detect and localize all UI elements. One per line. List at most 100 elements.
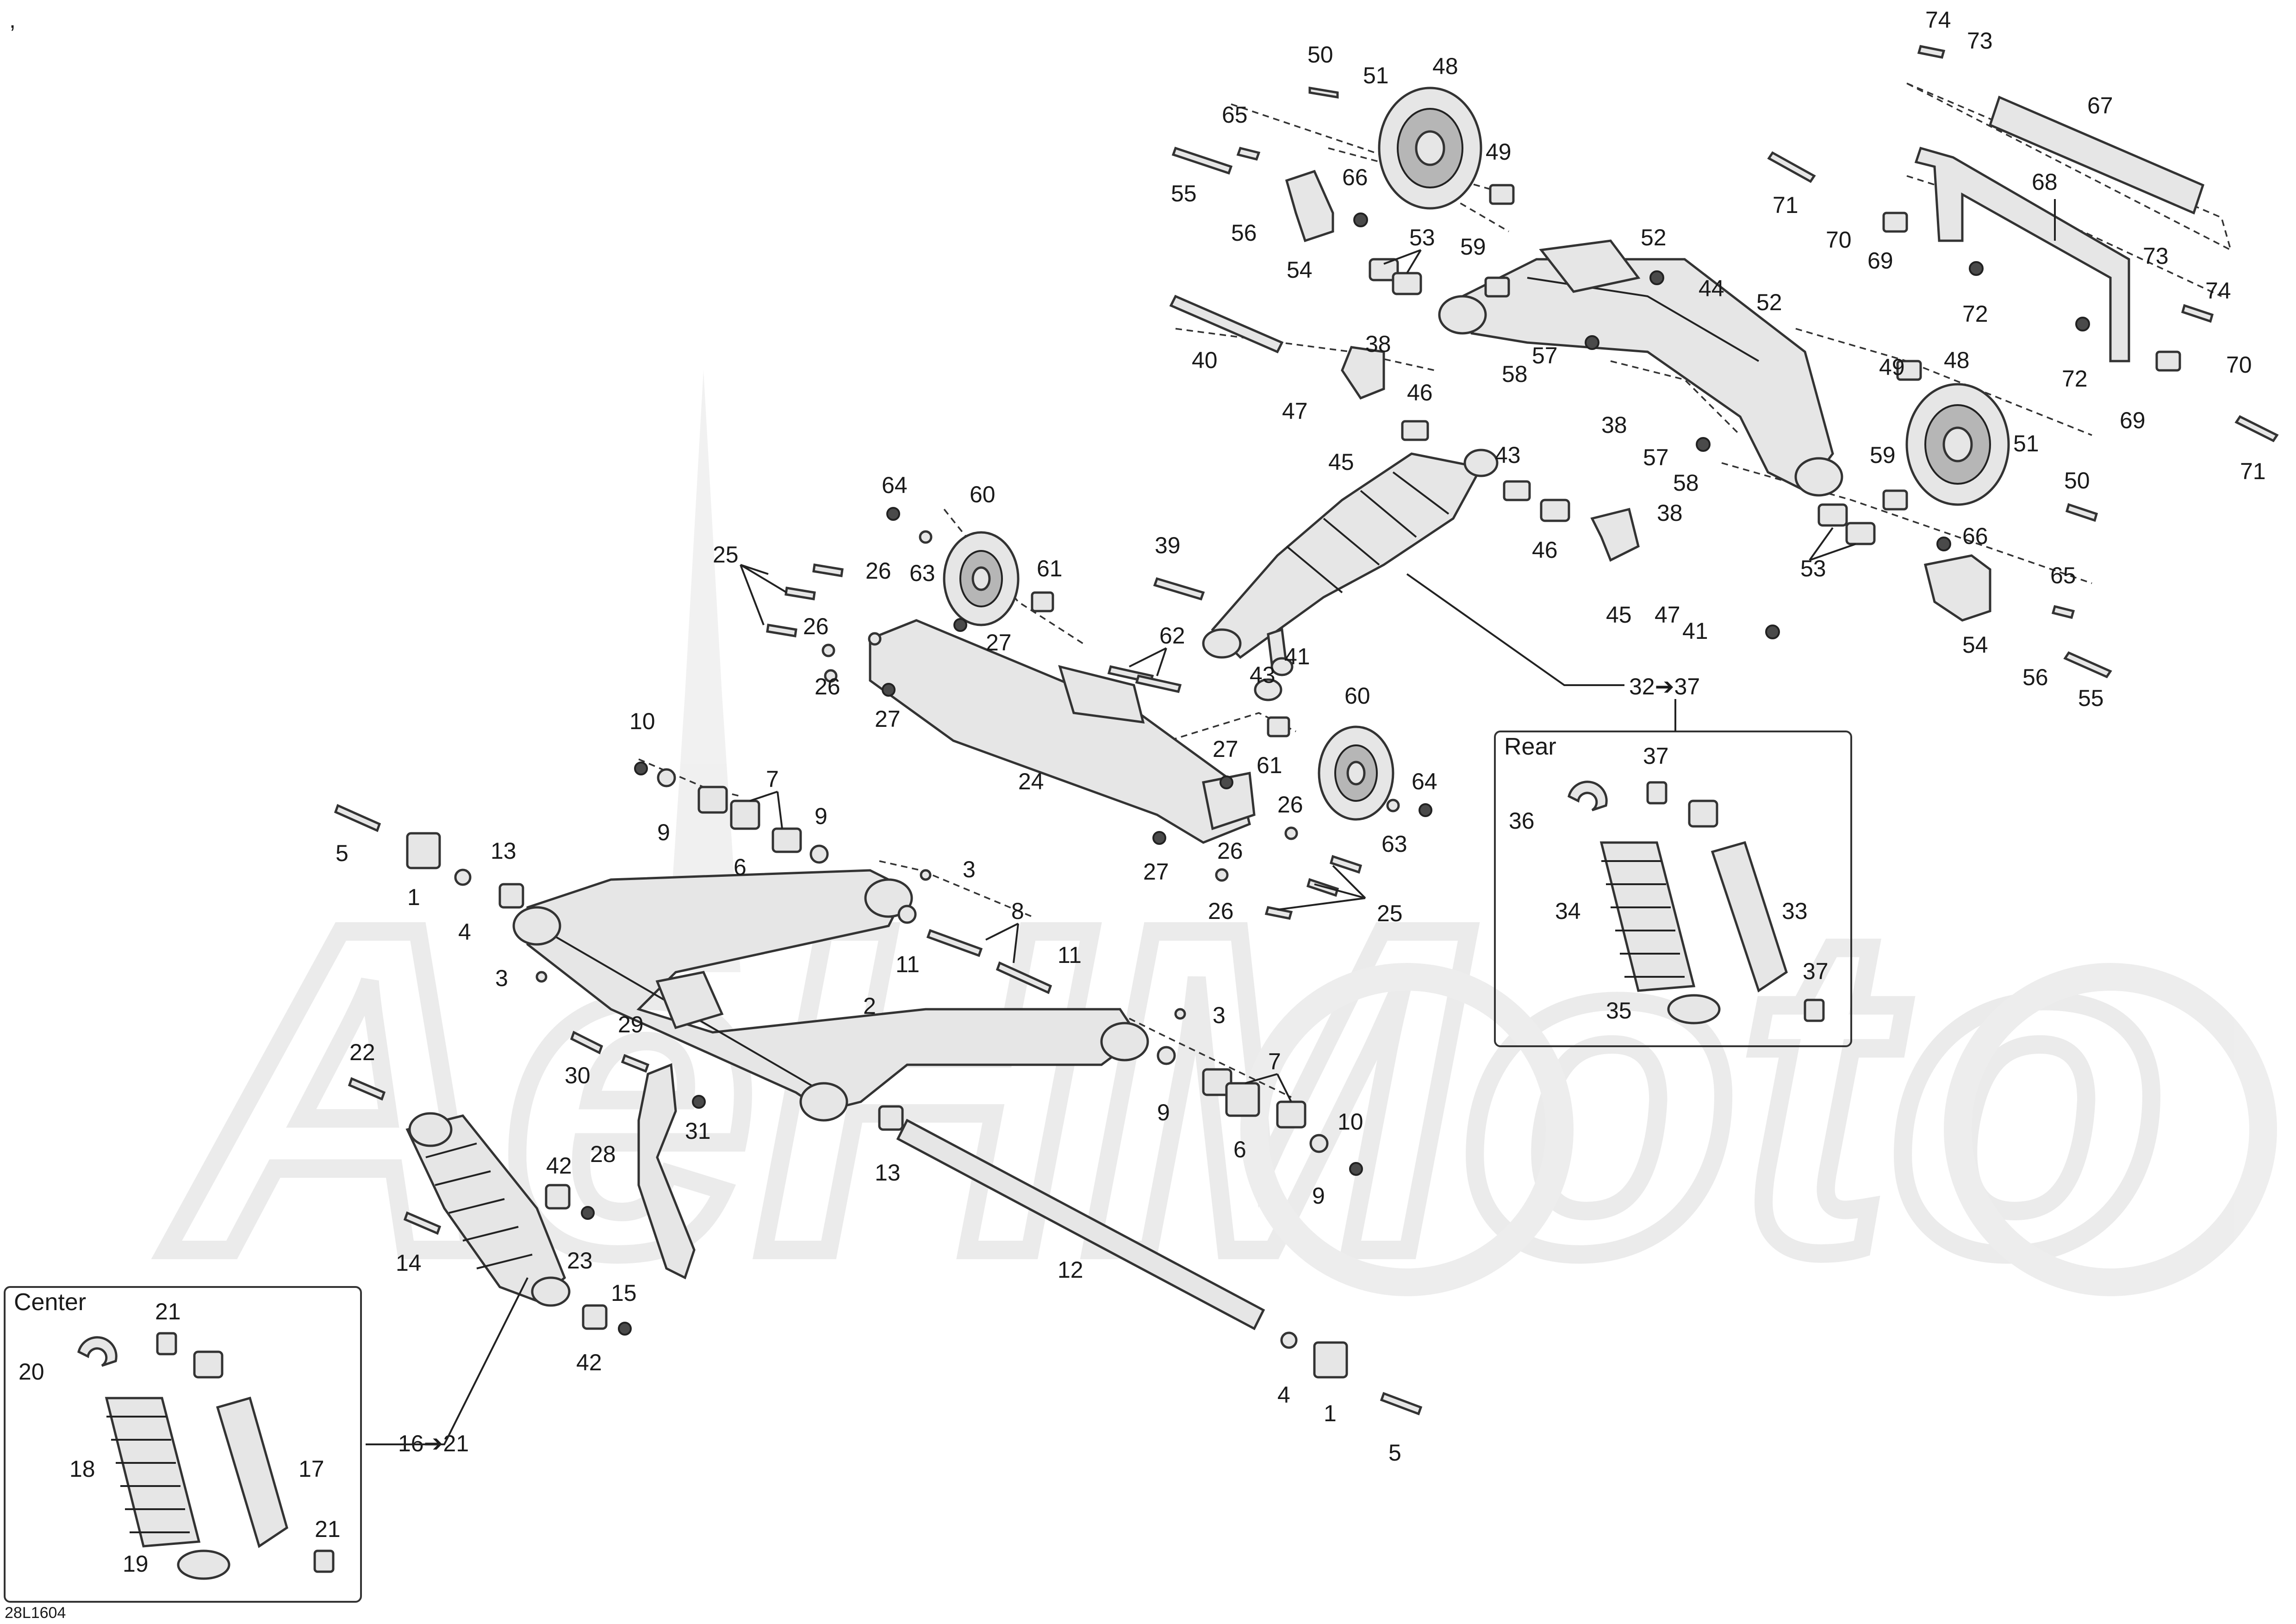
callout-69: 69	[2120, 407, 2146, 433]
callout-34: 34	[1555, 898, 1581, 924]
callout-45: 45	[1328, 449, 1354, 475]
callout-3: 3	[495, 965, 508, 991]
callout-64: 64	[882, 472, 908, 498]
callout-50: 50	[1307, 42, 1333, 68]
callout-2: 2	[863, 993, 876, 1019]
axle	[896, 1118, 1265, 1330]
callout-49: 49	[1486, 139, 1512, 165]
corner-mark: ,	[9, 7, 16, 33]
range-label-rear: 32➔37	[1629, 674, 1700, 700]
callout-37: 37	[1643, 743, 1669, 769]
callout-71: 71	[1773, 192, 1798, 218]
callout-61: 61	[1037, 556, 1063, 581]
callout-18: 18	[69, 1456, 95, 1482]
callout-22: 22	[349, 1039, 375, 1065]
callout-41: 41	[1682, 618, 1708, 644]
callout-19: 19	[123, 1551, 149, 1577]
callout-29: 29	[618, 1012, 644, 1037]
callout-47: 47	[1655, 602, 1680, 628]
callout-26: 26	[815, 674, 840, 700]
callout-26: 26	[865, 558, 891, 584]
callout-10: 10	[629, 708, 655, 734]
bracket-54-bottom	[1923, 554, 1991, 622]
callout-54: 54	[1962, 632, 1988, 658]
callout-20: 20	[19, 1359, 44, 1385]
callout-67: 67	[2087, 93, 2113, 119]
callout-57: 57	[1643, 444, 1669, 470]
callout-55: 55	[1171, 181, 1197, 206]
callout-74: 74	[2205, 278, 2231, 304]
inset-center-title: Center	[14, 1289, 86, 1316]
callout-3: 3	[963, 856, 976, 882]
callout-27: 27	[1213, 736, 1238, 762]
callout-74: 74	[1925, 7, 1951, 33]
callout-21: 21	[155, 1299, 181, 1324]
callout-56: 56	[2022, 664, 2048, 690]
callout-15: 15	[611, 1280, 637, 1306]
callout-52: 52	[1756, 289, 1782, 315]
callout-60: 60	[970, 481, 996, 507]
callout-55: 55	[2078, 685, 2104, 711]
callout-42: 42	[546, 1153, 572, 1179]
callout-25: 25	[1377, 900, 1403, 926]
callout-43: 43	[1250, 662, 1276, 688]
inset-rear: Rear	[1494, 731, 1852, 1047]
callout-66: 66	[1962, 523, 1988, 549]
callout-45: 45	[1606, 602, 1632, 628]
bracket-54-top	[1285, 169, 1334, 243]
callout-6: 6	[734, 854, 747, 880]
rod	[1988, 95, 2205, 215]
callout-4: 4	[458, 919, 471, 945]
callout-49: 49	[1879, 354, 1905, 380]
callout-50: 50	[2064, 468, 2090, 493]
callout-26: 26	[1208, 898, 1234, 924]
link-28	[637, 1063, 696, 1280]
callout-51: 51	[2013, 431, 2039, 456]
callout-3: 3	[1213, 1002, 1226, 1028]
wheel-60-bottom	[1318, 725, 1394, 821]
callout-72: 72	[2062, 366, 2088, 392]
callout-9: 9	[815, 803, 828, 829]
callout-61: 61	[1257, 752, 1282, 778]
leader-lines	[740, 199, 2056, 1102]
callout-17: 17	[299, 1456, 324, 1482]
callout-56: 56	[1231, 220, 1257, 246]
callout-9: 9	[657, 819, 670, 845]
callout-38: 38	[1365, 331, 1391, 357]
callout-5: 5	[336, 840, 348, 866]
callout-58: 58	[1502, 361, 1528, 387]
callout-13: 13	[491, 838, 516, 864]
callout-7: 7	[766, 766, 779, 792]
callout-47: 47	[1282, 398, 1308, 424]
callout-1: 1	[407, 884, 420, 910]
callout-7: 7	[1268, 1049, 1281, 1074]
callout-25: 25	[713, 542, 739, 568]
callout-9: 9	[1157, 1099, 1170, 1125]
callout-48: 48	[1944, 347, 1970, 373]
callout-52: 52	[1641, 225, 1667, 250]
callout-46: 46	[1407, 380, 1433, 406]
frame	[1914, 146, 2130, 362]
callout-21: 21	[315, 1516, 341, 1542]
callout-65: 65	[2050, 562, 2076, 588]
callout-58: 58	[1673, 470, 1699, 496]
watermark-wheel-1	[1240, 963, 1574, 1296]
callout-27: 27	[1143, 859, 1169, 885]
callout-8: 8	[1011, 898, 1024, 924]
callout-46: 46	[1532, 537, 1558, 563]
watermark-tower	[666, 370, 740, 972]
callout-26: 26	[803, 613, 829, 639]
callout-41: 41	[1284, 643, 1310, 669]
callout-9: 9	[1312, 1183, 1325, 1209]
callout-38: 38	[1601, 412, 1627, 438]
callout-69: 69	[1867, 248, 1893, 274]
callout-62: 62	[1159, 623, 1185, 649]
front-shock	[405, 1112, 571, 1307]
callout-68: 68	[2032, 169, 2058, 195]
callout-70: 70	[1826, 227, 1852, 253]
inset-center: Center	[4, 1286, 362, 1603]
callout-70: 70	[2226, 352, 2252, 378]
center-beam-assembly	[766, 507, 1432, 920]
callout-30: 30	[565, 1062, 591, 1088]
